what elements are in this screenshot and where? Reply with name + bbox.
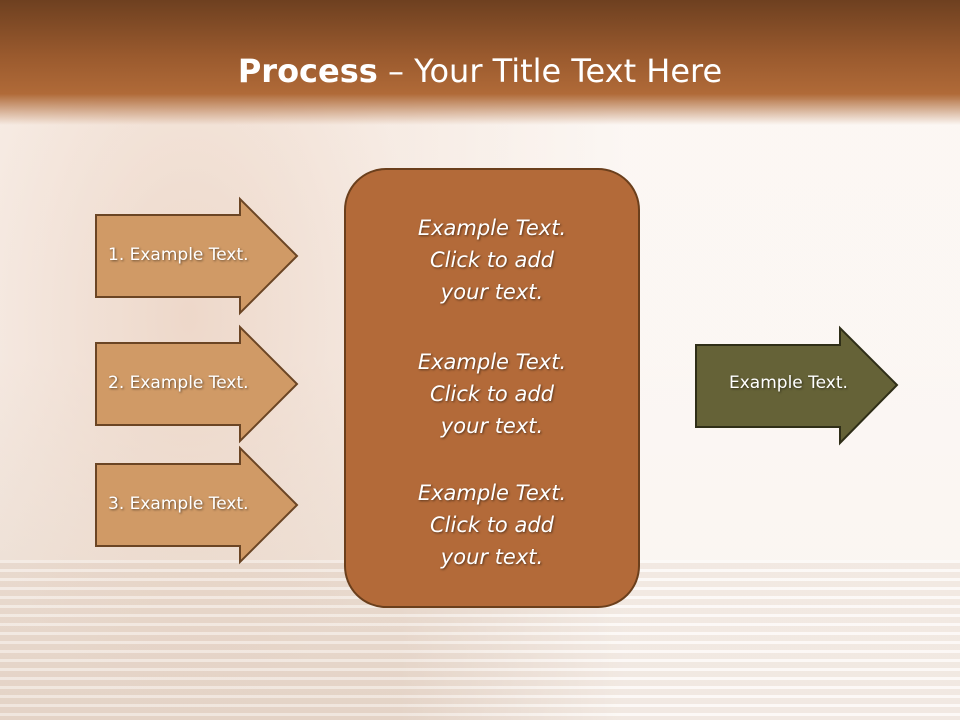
center-text-block-2[interactable]: Example Text. Click to add your text. [344, 346, 640, 442]
output-arrow[interactable] [695, 325, 899, 446]
output-arrow-label: Example Text. [729, 373, 848, 393]
left-arrow-2[interactable] [95, 324, 299, 444]
line: Click to add [429, 513, 554, 537]
title-bar [0, 0, 960, 125]
center-process-box[interactable] [344, 168, 640, 608]
line: Click to add [429, 248, 554, 272]
left-arrow-2-label: 2. Example Text. [108, 373, 249, 393]
line: Example Text. [417, 216, 567, 240]
line: Example Text. [417, 350, 567, 374]
line: your text. [440, 545, 544, 569]
line: Example Text. [417, 481, 567, 505]
slide-title[interactable]: Process – Your Title Text Here [0, 52, 960, 90]
center-text-block-1[interactable]: Example Text. Click to add your text. [344, 212, 640, 308]
title-rest: – Your Title Text Here [377, 52, 723, 90]
left-arrow-1[interactable] [95, 196, 299, 316]
left-arrow-1-label: 1. Example Text. [108, 245, 249, 265]
left-arrow-3[interactable] [95, 445, 299, 565]
center-text-block-3[interactable]: Example Text. Click to add your text. [344, 477, 640, 573]
left-arrow-3-label: 3. Example Text. [108, 494, 249, 514]
line: your text. [440, 280, 544, 304]
line: Click to add [429, 382, 554, 406]
title-bold: Process [237, 52, 378, 90]
line: your text. [440, 414, 544, 438]
